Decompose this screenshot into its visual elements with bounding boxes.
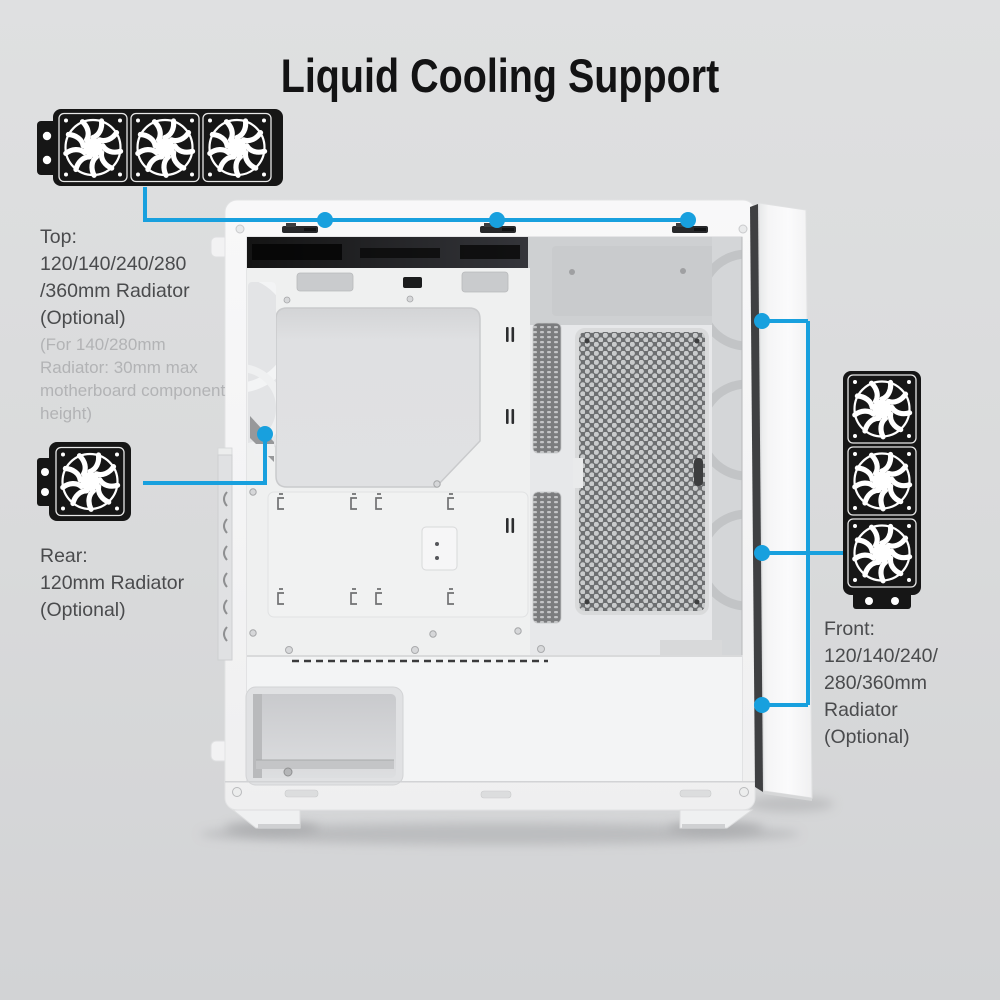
front-radiator-label: Front: 120/140/240/ 280/360mm Radiator (… — [824, 618, 938, 748]
page-title: Liquid Cooling Support — [280, 49, 720, 102]
case-interior — [245, 236, 743, 786]
rear-radiator-label: Rear: 120mm Radiator (Optional) — [40, 545, 185, 621]
callout-dots — [257, 212, 770, 713]
front-fan-bay — [712, 237, 743, 655]
cable-tie-clips — [277, 493, 454, 605]
triple-fan-radiator-icon — [37, 109, 283, 186]
single-fan-radiator-icon — [37, 442, 131, 521]
vertical-triple-fan-radiator-icon — [843, 371, 921, 609]
tray-screws — [249, 480, 522, 638]
case-feet — [231, 809, 754, 829]
top-radiator-note: (For 140/280mm Radiator: 30mm max mother… — [40, 335, 226, 423]
cpu-cutout — [275, 307, 481, 488]
rear-callout-line — [143, 434, 267, 485]
motherboard-tray — [247, 268, 530, 655]
front-panel — [750, 202, 813, 801]
front-mesh-panel — [532, 322, 709, 624]
psu-cutout — [245, 686, 404, 786]
psu-shroud — [245, 640, 742, 786]
top-callout-line — [143, 187, 688, 222]
cable-grommet — [461, 271, 509, 293]
bottom-frame — [225, 781, 755, 799]
cable-grommet — [296, 272, 354, 292]
cable-tie-points — [506, 327, 515, 533]
callouts — [143, 187, 844, 713]
top-radiator-label: Top: 120/140/240/280 /360mm Radiator (Op… — [40, 226, 190, 329]
expansion-slots — [217, 447, 233, 661]
top-mount-clips — [282, 223, 708, 233]
